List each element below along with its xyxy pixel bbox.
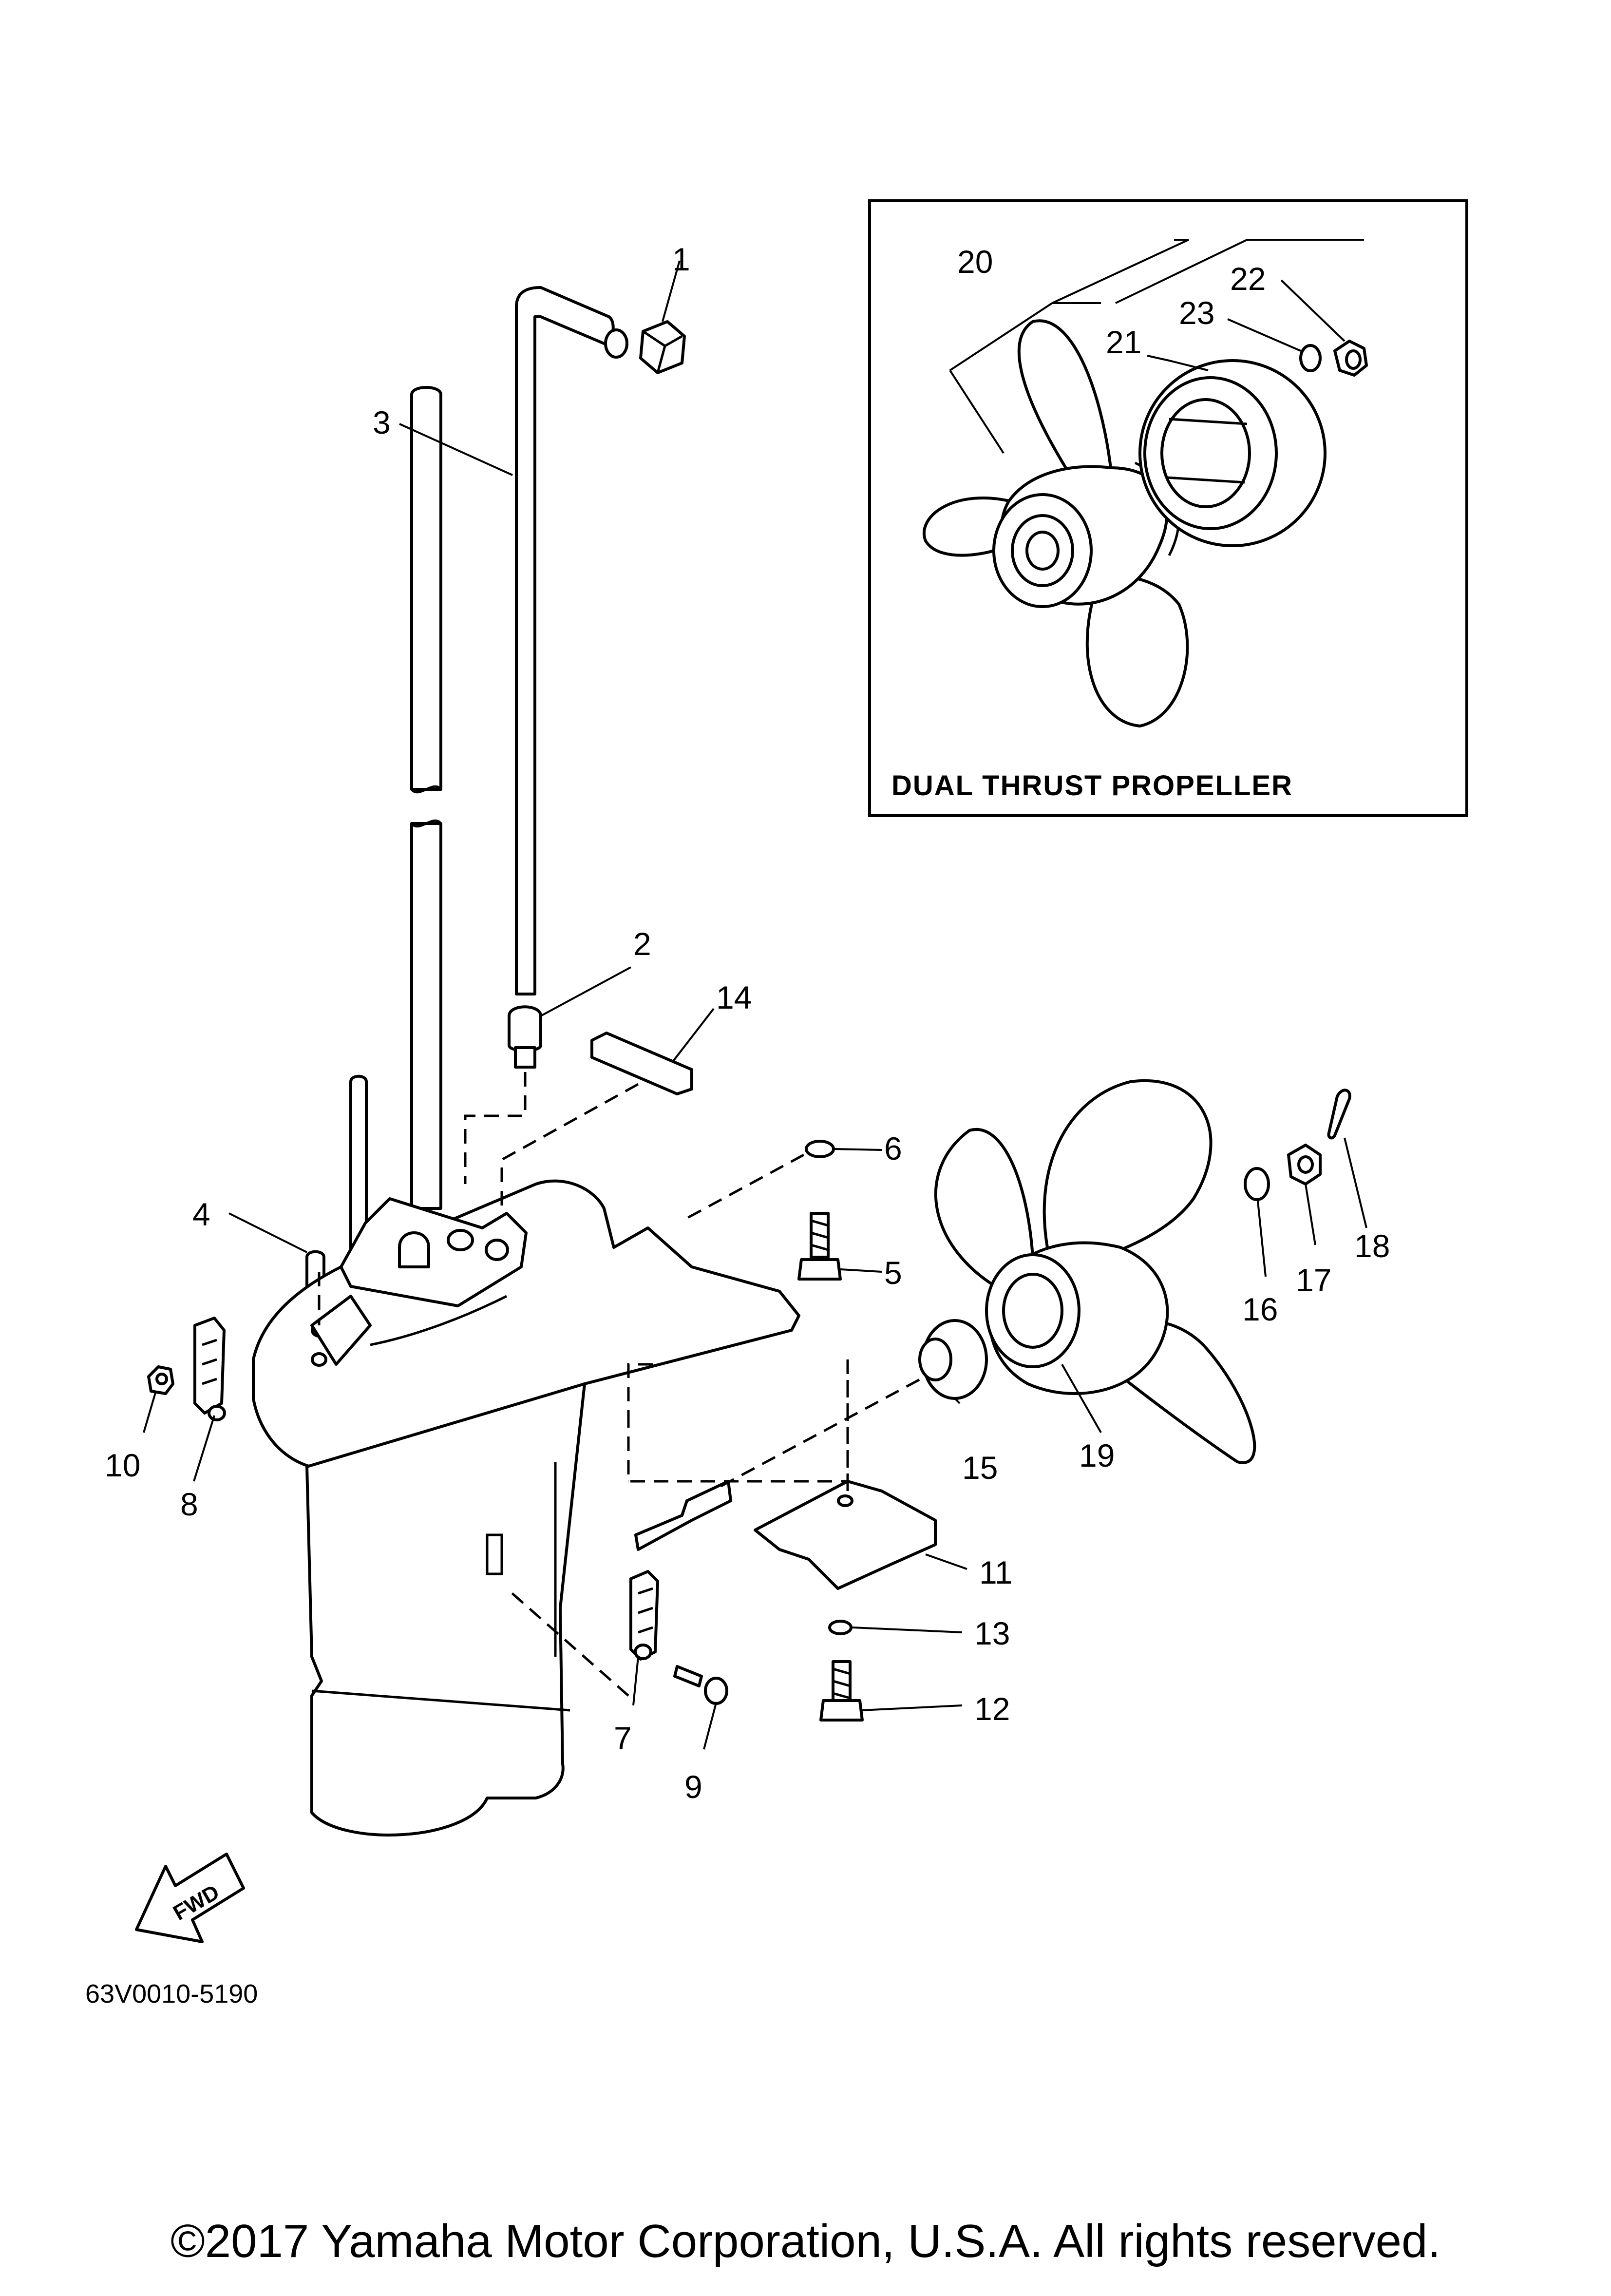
nut-17 xyxy=(1287,1144,1322,1186)
bolt-5 xyxy=(797,1212,842,1281)
drawing-code: 63V0010-5190 xyxy=(85,1979,258,2009)
callout-14: 14 xyxy=(716,979,752,1015)
grommet-1 xyxy=(639,320,686,374)
callout-2: 2 xyxy=(633,926,651,962)
callout-12: 12 xyxy=(974,1691,1010,1727)
dual-thrust-propeller xyxy=(923,319,1189,727)
nut-10 xyxy=(147,1365,174,1395)
washer-16 xyxy=(1244,1167,1270,1201)
callout-16: 16 xyxy=(1242,1291,1278,1327)
anode-7 xyxy=(629,1570,659,1661)
lower-unit-assembly xyxy=(143,260,1367,1837)
callout-21: 21 xyxy=(1106,324,1141,360)
callout-19: 19 xyxy=(1079,1437,1115,1473)
callout-10: 10 xyxy=(105,1447,140,1483)
cotter-pin-18 xyxy=(1327,1089,1351,1140)
fwd-arrow-icon: FWD xyxy=(135,1853,245,1943)
bolt-12 xyxy=(819,1660,864,1722)
thrust-hub xyxy=(1138,359,1327,547)
callout-22: 22 xyxy=(1230,261,1266,297)
callout-6: 6 xyxy=(884,1130,902,1167)
dual-thrust-propeller-inset: DUAL THRUST PROPELLER xyxy=(868,199,1468,817)
callout-11: 11 xyxy=(979,1554,1013,1590)
drive-shaft xyxy=(410,386,442,1210)
callout-17: 17 xyxy=(1296,1262,1331,1298)
plate-14 xyxy=(590,1032,693,1095)
copyright-notice: ©2017 Yamaha Motor Corporation, U.S.A. A… xyxy=(170,2215,1441,2267)
callout-9: 9 xyxy=(684,1769,702,1805)
callout-numbers: 1 2 3 4 5 6 7 8 9 10 11 12 13 14 15 16 1… xyxy=(105,241,1390,1805)
trim-tab-11 xyxy=(754,1480,937,1590)
nut-22 xyxy=(1333,340,1368,377)
callout-4: 4 xyxy=(192,1196,210,1232)
callout-5: 5 xyxy=(884,1255,902,1291)
callout-13: 13 xyxy=(974,1615,1010,1651)
callout-8: 8 xyxy=(180,1486,198,1522)
washer-23 xyxy=(1299,344,1322,372)
callout-1: 1 xyxy=(672,241,690,277)
propeller-19 xyxy=(934,1079,1256,1464)
screw-9 xyxy=(673,1665,728,1705)
callout-20: 20 xyxy=(957,244,993,280)
callout-23: 23 xyxy=(1179,295,1214,331)
grommet-2 xyxy=(508,1005,542,1069)
callout-7: 7 xyxy=(614,1720,632,1756)
washer-13 xyxy=(828,1620,853,1635)
anode-8 xyxy=(193,1317,226,1421)
water-tube-3 xyxy=(515,286,628,995)
gear-case-housing xyxy=(252,1179,800,1837)
callout-18: 18 xyxy=(1354,1228,1390,1264)
inset-title: DUAL THRUST PROPELLER xyxy=(891,770,1293,802)
washer-6 xyxy=(805,1140,835,1158)
spacer-15 xyxy=(918,1319,988,1400)
callout-15: 15 xyxy=(962,1450,998,1486)
callout-3: 3 xyxy=(373,404,391,440)
